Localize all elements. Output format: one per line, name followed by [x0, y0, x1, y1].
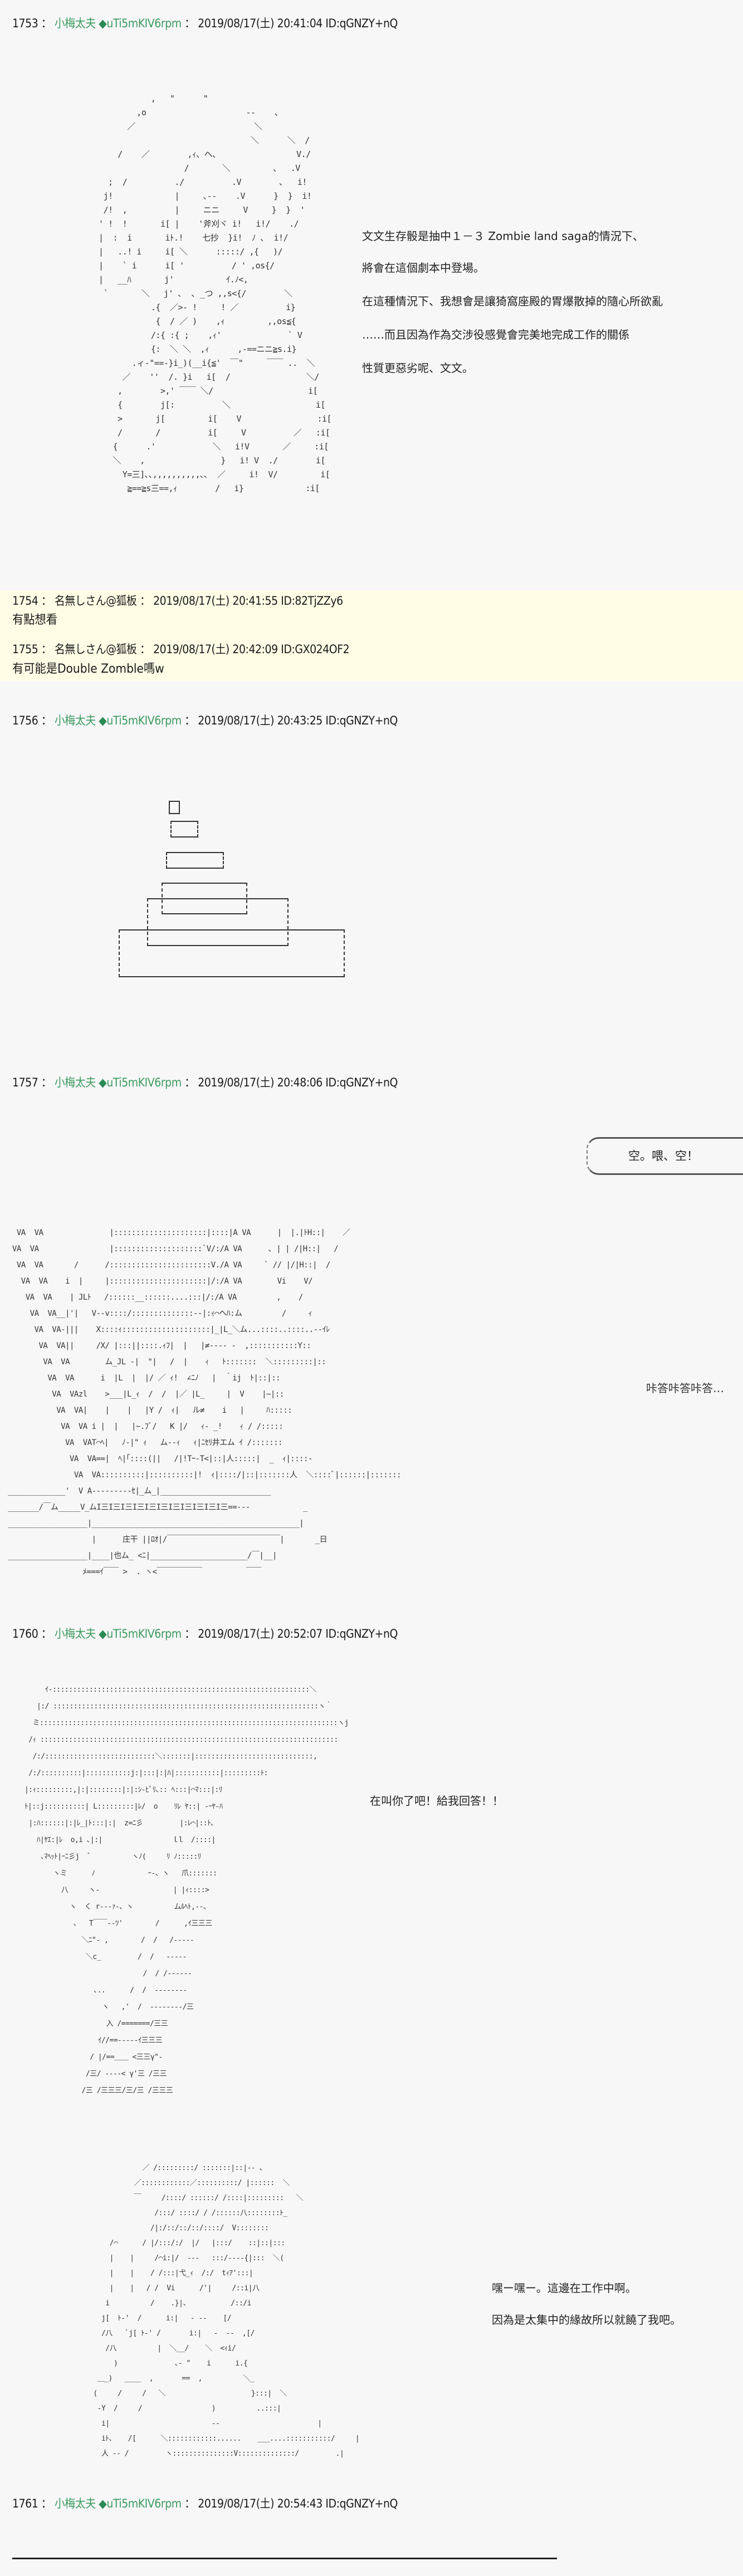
post-id[interactable]: ID:qGNZY+nQ [325, 2497, 398, 2510]
box-shape [166, 852, 224, 869]
separator: ： [184, 714, 195, 727]
separator: ： [41, 1627, 52, 1640]
ascii-art-divider-line [12, 2558, 557, 2559]
highlighted-posts-band [0, 590, 743, 681]
poster-name: 名無しさん@狐板 [54, 643, 137, 656]
post-header-1754: 1754 ： 名無しさん@狐板 ： 2019/08/17(土) 20:41:55… [12, 592, 343, 609]
trip-diamond-icon: ◆ [99, 1627, 107, 1640]
post-datetime: 2019/08/17(土) 20:41:04 [198, 17, 322, 30]
trip-diamond-icon: ◆ [99, 17, 107, 30]
post-number[interactable]: 1756 [12, 714, 38, 727]
box-shape [169, 801, 180, 814]
box-shape [170, 821, 198, 838]
separator: ： [41, 1076, 52, 1089]
post-header-1756: 1756 ： 小梅太夫 ◆uTi5mKIV6rpm ： 2019/08/17(土… [12, 712, 398, 728]
poster-name: 小梅太夫 [54, 17, 96, 30]
poster-trip: uTi5mKIV6rpm [106, 1076, 182, 1089]
ascii-art-scene-1757: VA VA |:::::::::::::::::::::|::::|A VA |… [8, 1228, 402, 1576]
dialogue-line: 將會在這個劇本中登場。 [362, 261, 485, 275]
poster-name: 小梅太夫 [54, 2497, 96, 2510]
speech-bubble [586, 1137, 743, 1175]
post-datetime: 2019/08/17(土) 20:43:25 [198, 714, 322, 727]
ascii-art-figure-1753: , " " ,o ‐- 、 ／ ＼ ＼ ＼ / / ／ ,ｨ、へ、 V./ [99, 94, 332, 493]
poster-trip: uTi5mKIV6rpm [106, 2497, 182, 2510]
box-shape [119, 929, 345, 977]
poster-name: 小梅太夫 [54, 1627, 96, 1640]
poster-name: 名無しさん@狐板 [54, 594, 137, 608]
post-header-1757: 1757 ： 小梅太夫 ◆uTi5mKIV6rpm ： 2019/08/17(土… [12, 1074, 398, 1090]
post-number[interactable]: 1761 [12, 2497, 38, 2510]
poster-name: 小梅太夫 [54, 1076, 96, 1089]
ascii-art-figure-1760-top: ｲ-::::::::::::::::::::::::::::::::::::::… [24, 1686, 349, 2095]
post-number[interactable]: 1757 [12, 1076, 38, 1089]
post-header-1760: 1760 ： 小梅太夫 ◆uTi5mKIV6rpm ： 2019/08/17(土… [12, 1625, 398, 1642]
separator: ： [41, 594, 52, 608]
separator: ： [184, 1627, 195, 1640]
post-header-1755: 1755 ： 名無しさん@狐板 ： 2019/08/17(土) 20:42:09… [12, 640, 350, 657]
post-id[interactable]: ID:qGNZY+nQ [325, 714, 398, 727]
separator: ： [184, 1076, 195, 1089]
post-datetime: 2019/08/17(土) 20:41:55 [153, 594, 278, 608]
post-header-1753: 1753 ： 小梅太夫 ◆uTi5mKIV6rpm ： 2019/08/17(土… [12, 14, 398, 31]
separator: ： [140, 643, 150, 656]
post-number[interactable]: 1754 [12, 594, 38, 608]
trip-diamond-icon: ◆ [99, 2497, 107, 2510]
post-body-1755: 有可能是Double Zomble嗎w [12, 662, 164, 676]
post-number[interactable]: 1760 [12, 1627, 38, 1640]
dialogue-line: 文文生存骰是抽中１－３ Zombie land saga的情況下、 [362, 229, 644, 243]
poster-trip: uTi5mKIV6rpm [106, 1627, 182, 1640]
post-number[interactable]: 1755 [12, 643, 38, 656]
speech-bubble-text: 空。喂、空！ [628, 1149, 698, 1163]
poster-trip: uTi5mKIV6rpm [106, 17, 182, 30]
poster-name: 小梅太夫 [54, 714, 96, 727]
dialogue-line: 性質更惡劣呢、文文。 [362, 361, 473, 375]
post-id[interactable]: ID:82TjZZy6 [281, 594, 343, 608]
post-id[interactable]: ID:qGNZY+nQ [325, 1627, 398, 1640]
separator: ： [41, 2497, 52, 2510]
trip-diamond-icon: ◆ [99, 714, 107, 727]
sound-effect-text: 咔答咔答咔答… [646, 1382, 724, 1395]
dialogue-line: 嘿ー嘿ー。這邊在工作中啊。 [492, 2281, 637, 2295]
ascii-art-figure-1760-bottom: ／ /:::::::::/ :::::::|::|‐‐ 、 ／:::::::::… [93, 2164, 360, 2458]
separator: ： [41, 643, 52, 656]
post-header-1761: 1761 ： 小梅太夫 ◆uTi5mKIV6rpm ： 2019/08/17(土… [12, 2495, 398, 2511]
separator: ： [41, 17, 52, 30]
post-id[interactable]: ID:qGNZY+nQ [325, 1076, 398, 1089]
separator: ： [41, 714, 52, 727]
dialogue-line: 因為是太集中的緣故所以就饒了我吧。 [492, 2313, 681, 2327]
post-datetime: 2019/08/17(土) 20:42:09 [153, 643, 278, 656]
separator: ： [140, 594, 150, 608]
separator: ： [184, 2497, 195, 2510]
dialogue-line: 在這種情況下、我想會是讓猗窩座殿的胃爆散掉的隨心所欲亂 [362, 295, 663, 308]
post-body-1754: 有點想看 [12, 613, 57, 627]
post-datetime: 2019/08/17(土) 20:48:06 [198, 1076, 322, 1089]
dialogue-line: ……而且因為作為交涉役感覺會完美地完成工作的關係 [362, 328, 629, 341]
separator: ： [184, 17, 195, 30]
post-datetime: 2019/08/17(土) 20:54:43 [198, 2497, 322, 2510]
post-datetime: 2019/08/17(土) 20:52:07 [198, 1627, 322, 1640]
dialogue-line: 在叫你了吧！給我回答！！ [370, 1794, 504, 1808]
trip-diamond-icon: ◆ [99, 1076, 107, 1089]
post-id[interactable]: ID:GX024OF2 [281, 643, 350, 656]
post-id[interactable]: ID:qGNZY+nQ [325, 17, 398, 30]
poster-trip: uTi5mKIV6rpm [106, 714, 182, 727]
box-shape [147, 898, 289, 946]
post-number[interactable]: 1753 [12, 17, 38, 30]
